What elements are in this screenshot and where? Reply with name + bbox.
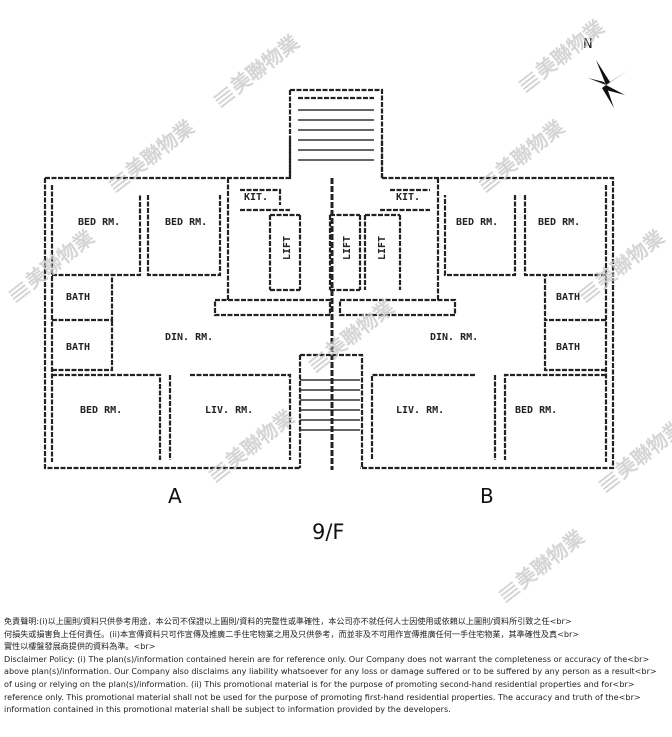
disclaimer-line: information contained in this promotiona… <box>4 704 451 715</box>
room-label: BATH <box>556 292 580 303</box>
room-label: BED RM. <box>515 405 557 416</box>
disclaimer-line: 免責聲明:(i)以上圖則/資料只供參考用途，本公司不保證以上圖則/資料的完整性或… <box>4 616 572 626</box>
room-label: BED RM. <box>80 405 122 416</box>
disclaimer: 免責聲明:(i)以上圖則/資料只供參考用途，本公司不保證以上圖則/資料的完整性或… <box>4 615 668 716</box>
room-label: LIV. RM. <box>205 405 253 416</box>
room-label: BATH <box>556 342 580 353</box>
compass-icon: N <box>583 37 628 108</box>
disclaimer-line: 何損失或損害負上任何責任。(ii)本宣傳資料只可作宣傳及推廣二手住宅物業之用及只… <box>4 628 580 639</box>
compass-north-label: N <box>583 37 593 52</box>
room-label: LIV. RM. <box>396 405 444 416</box>
disclaimer-line: above plan(s)/information. Our Company a… <box>4 666 657 677</box>
disclaimer-line: reference only. This promotional materia… <box>4 691 641 702</box>
room-label: KIT. <box>396 192 420 203</box>
room-label: BATH <box>66 292 90 303</box>
room-label: BED RM. <box>78 217 120 228</box>
room-label: BED RM. <box>538 217 580 228</box>
room-label: LIFT <box>377 236 388 260</box>
unit-label-b: B <box>480 484 494 508</box>
room-label: DIN. RM. <box>165 332 213 343</box>
disclaimer-line: Disclaimer Policy: (i) The plan(s)/infor… <box>4 653 650 664</box>
room-label: BED RM. <box>165 217 207 228</box>
room-label: DIN. RM. <box>430 332 478 343</box>
room-label: BED RM. <box>456 217 498 228</box>
floor-plan: N BED RM. BED RM. BATH BATH BED RM. LIV.… <box>43 37 628 470</box>
disclaimer-line: 實性以樓盤發展商提供的資料為準。<br> <box>4 641 156 652</box>
floor-label: 9/F <box>312 520 345 544</box>
room-label: LIFT <box>342 236 353 260</box>
unit-label-a: A <box>168 484 182 508</box>
room-label: BATH <box>66 342 90 353</box>
room-label: KIT. <box>244 192 268 203</box>
room-label: LIFT <box>282 236 293 260</box>
disclaimer-line: of using or relying on the plan(s)/infor… <box>4 678 635 689</box>
